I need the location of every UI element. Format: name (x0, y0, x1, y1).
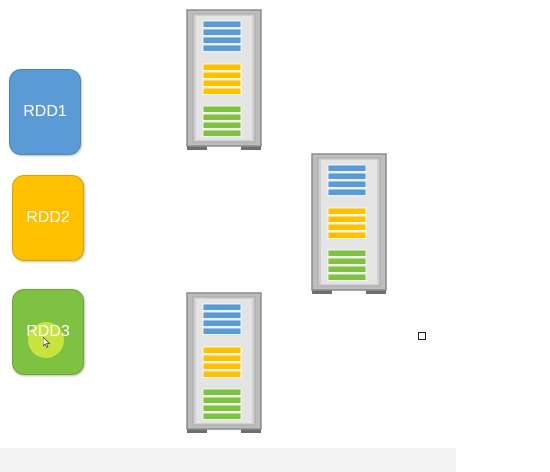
yellow-partition-slot (327, 215, 367, 223)
blue-partition-slot (327, 164, 367, 172)
green-partition-slot (202, 113, 242, 121)
server-3 (186, 292, 262, 434)
rdd1-label: RDD1 (23, 103, 67, 120)
server-foot (241, 145, 261, 150)
green-partition-slot (202, 412, 242, 420)
server-2 (311, 153, 387, 295)
server-1 (186, 9, 262, 151)
blue-partition-slot (327, 188, 367, 196)
blue-partition-slot (202, 327, 242, 335)
rdd3-box: RDD3 (12, 289, 84, 375)
yellow-partition-slot (202, 370, 242, 378)
blue-partition-slot (327, 180, 367, 188)
yellow-partition-slot (327, 231, 367, 239)
blue-partition-slot (202, 36, 242, 44)
green-partition-slot (202, 388, 242, 396)
yellow-partition-slot (202, 79, 242, 87)
green-partition-slot (202, 121, 242, 129)
blue-partition-slot (202, 319, 242, 327)
blue-partition-slot (202, 311, 242, 319)
yellow-partition-slot (202, 346, 242, 354)
green-partition-slot (327, 257, 367, 265)
green-partition-slot (202, 105, 242, 113)
green-partition-slot (202, 404, 242, 412)
server-rack-icon (186, 292, 262, 433)
server-foot (312, 289, 332, 294)
yellow-partition-slot (327, 207, 367, 215)
rdd3-label: RDD3 (26, 323, 70, 340)
rdd2-box: RDD2 (12, 175, 84, 261)
blue-partition-slot (327, 172, 367, 180)
yellow-partition-slot (202, 63, 242, 71)
server-rack-icon (186, 9, 262, 150)
blue-partition-slot (202, 20, 242, 28)
green-partition-slot (327, 249, 367, 257)
server-rack-icon (311, 153, 387, 294)
blue-partition-slot (202, 28, 242, 36)
bottom-strip (0, 448, 456, 472)
yellow-partition-slot (202, 362, 242, 370)
green-partition-slot (202, 129, 242, 137)
server-foot (187, 145, 207, 150)
selection-handle[interactable] (418, 332, 426, 340)
server-foot (366, 289, 386, 294)
blue-partition-slot (202, 44, 242, 52)
server-foot (241, 428, 261, 433)
green-partition-slot (327, 265, 367, 273)
yellow-partition-slot (202, 71, 242, 79)
green-partition-slot (202, 396, 242, 404)
rdd1-box: RDD1 (9, 69, 81, 155)
yellow-partition-slot (202, 354, 242, 362)
mouse-pointer-icon (42, 335, 51, 353)
yellow-partition-slot (327, 223, 367, 231)
server-foot (187, 428, 207, 433)
green-partition-slot (327, 273, 367, 281)
yellow-partition-slot (202, 87, 242, 95)
blue-partition-slot (202, 303, 242, 311)
rdd2-label: RDD2 (26, 209, 70, 226)
